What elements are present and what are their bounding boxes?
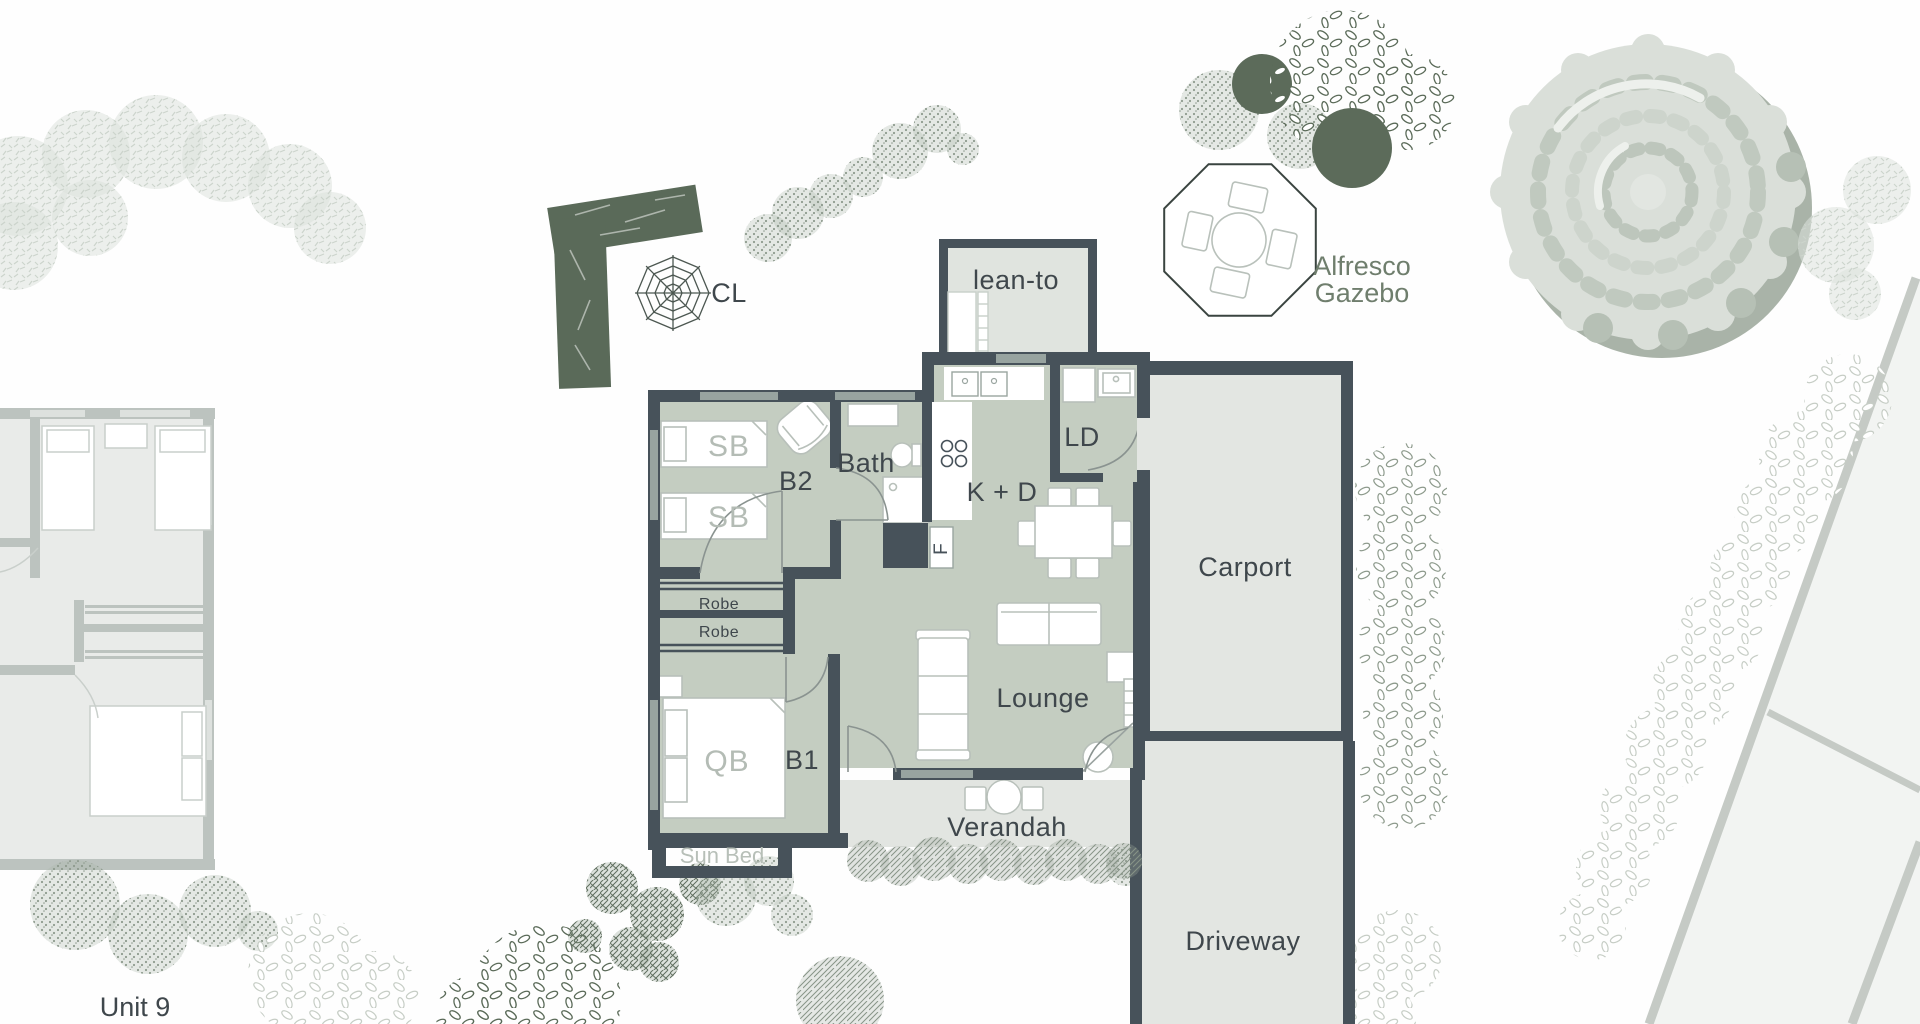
- main-dwelling: F: [648, 352, 1150, 878]
- fridge: [929, 526, 954, 569]
- room-label-lounge: Lounge: [996, 683, 1089, 713]
- room-label-kd: K + D: [967, 477, 1038, 507]
- room-label-b2: B2: [779, 466, 813, 496]
- dining-set: [1017, 487, 1132, 579]
- hedge: [547, 184, 703, 389]
- bed-label-sb2: SB: [708, 501, 750, 534]
- hedge-clothesline: CL: [547, 184, 747, 389]
- room-label-bath: Bath: [837, 448, 895, 478]
- shrub-chain-top: [744, 105, 979, 262]
- room-label-verandah: Verandah: [947, 812, 1067, 842]
- bedroom2-furniture: [660, 399, 833, 540]
- room-label-ld: LD: [1064, 422, 1100, 452]
- spiral-tree: [1490, 34, 1812, 358]
- right-edge-bushes: [1798, 156, 1911, 320]
- carport: Carport: [1139, 361, 1353, 741]
- garden-topleft-bushes: [0, 95, 366, 290]
- clothesline-icon: [635, 255, 711, 331]
- room-label-driveway: Driveway: [1185, 926, 1300, 956]
- ld-door-gap: [1137, 418, 1150, 470]
- fridge-label: F: [931, 543, 952, 555]
- bed-label-qb: QB: [704, 745, 749, 778]
- ghost-furniture: [41, 423, 212, 817]
- road-line-inner: [1847, 840, 1920, 1024]
- road-line-cross: [1766, 708, 1920, 794]
- garden-right-column: [1340, 443, 1449, 1024]
- bathroom-fixtures: [847, 403, 930, 524]
- leanto-shelving: [947, 291, 989, 359]
- ghost-robes: [0, 538, 205, 675]
- driveway: Driveway: [1130, 741, 1355, 1024]
- gazebo-label-line2: Gazebo: [1315, 278, 1410, 308]
- lean-to: lean-to: [939, 239, 1097, 361]
- gazebo-table-set: [1181, 181, 1298, 299]
- window-strips: [650, 354, 1046, 810]
- verandah-hedge-row: [847, 837, 1142, 886]
- robe-shelf-lines: [660, 581, 783, 653]
- verandah-table-set: [964, 779, 1044, 815]
- laundry-fixtures: [1062, 367, 1136, 403]
- road-bush-chain: [1558, 354, 1892, 960]
- clothesline-label: CL: [711, 278, 747, 308]
- garden-bottom: [30, 846, 1146, 1024]
- ghost-unit-9: [0, 408, 215, 870]
- bed-label-sb1: SB: [708, 430, 750, 463]
- room-label-b1: B1: [785, 745, 819, 775]
- alfresco-gazebo: Alfresco Gazebo: [1163, 163, 1411, 317]
- bedroom1-furniture: [657, 675, 786, 819]
- dark-bush: [1312, 108, 1392, 188]
- room-label-sunbed: Sun Bed: [680, 843, 764, 868]
- gazebo-label-line1: Alfresco: [1313, 251, 1411, 281]
- room-label-leanto: lean-to: [973, 265, 1059, 295]
- room-label-robe2: Robe: [699, 624, 739, 641]
- kitchen-fixtures: F: [929, 367, 1044, 569]
- gazebo-grove: [1179, 10, 1456, 188]
- lounge-furniture: [915, 602, 1143, 773]
- unit-9-label: Unit 9: [100, 992, 171, 1022]
- room-label-carport: Carport: [1198, 552, 1292, 582]
- room-label-robe1: Robe: [699, 596, 739, 613]
- stove-icon: [940, 439, 968, 468]
- verandah: Verandah: [793, 779, 1130, 847]
